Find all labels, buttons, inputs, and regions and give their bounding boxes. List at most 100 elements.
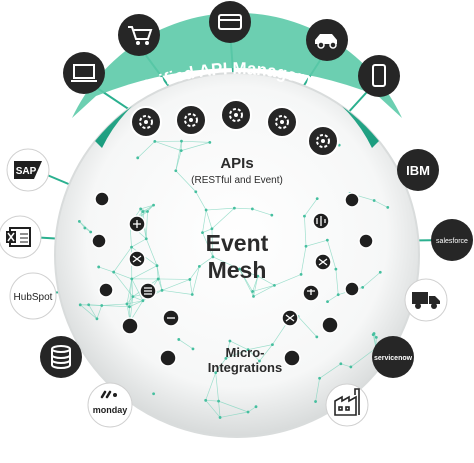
mesh-link	[80, 304, 102, 306]
event-mesh-title-line2: Mesh	[208, 257, 267, 283]
mesh-node	[361, 285, 365, 289]
mesh-node	[374, 335, 378, 339]
mesh-node	[254, 405, 258, 409]
mesh-link	[327, 240, 337, 270]
mesh-node	[174, 169, 178, 173]
mesh-node	[152, 392, 156, 396]
mesh-link	[161, 279, 190, 291]
mesh-link	[304, 216, 307, 247]
mesh-node	[188, 278, 192, 281]
mesh-node	[273, 283, 276, 287]
mesh-link	[202, 228, 213, 233]
mesh-link	[215, 358, 227, 373]
mesh-node	[194, 190, 198, 194]
mesh-link	[129, 300, 144, 308]
mesh-link	[247, 349, 260, 362]
mesh-link	[206, 207, 235, 211]
mesh-node	[270, 213, 274, 217]
mesh-link	[181, 140, 210, 143]
mesh-link	[126, 278, 133, 305]
mesh-link	[218, 401, 221, 418]
mesh-link	[80, 304, 98, 320]
mesh-link	[253, 276, 259, 297]
mesh-link	[131, 278, 134, 297]
mesh-link	[300, 246, 307, 275]
database-icon	[51, 345, 71, 369]
right-logos: IBM salesforce servicenow	[325, 149, 473, 427]
mesh-link	[131, 238, 147, 248]
truck-icon	[412, 292, 440, 309]
mesh-node	[304, 244, 308, 248]
mesh-link	[191, 266, 200, 295]
mesh-link	[218, 400, 249, 413]
mesh-link	[362, 271, 381, 288]
mesh-node	[152, 203, 155, 207]
mesh-link	[131, 278, 144, 301]
mesh-node	[87, 303, 91, 307]
mesh-link	[113, 271, 134, 297]
mesh-link	[374, 200, 388, 208]
plug-node-glyphs	[132, 216, 328, 322]
mesh-node	[180, 139, 183, 143]
mesh-node	[179, 149, 183, 153]
mesh-node	[271, 343, 274, 347]
micro-integrations-line2: Integrations	[208, 360, 282, 375]
mesh-node	[146, 210, 149, 213]
mesh-node	[214, 371, 218, 375]
micro-integrations-line1: Micro-	[226, 345, 265, 360]
mesh-link	[205, 400, 221, 418]
mesh-link	[297, 316, 318, 338]
ibm-logo: IBM	[406, 163, 430, 178]
mesh-node	[97, 265, 101, 269]
mesh-link	[220, 411, 249, 418]
mesh-link	[101, 303, 128, 306]
mesh-node	[315, 197, 319, 201]
mesh-node	[326, 300, 329, 304]
mesh-link	[225, 349, 249, 359]
mesh-link	[129, 278, 133, 307]
mesh-link	[215, 372, 219, 402]
mesh-node	[139, 207, 143, 211]
mesh-link	[229, 340, 249, 350]
mesh-link	[305, 239, 328, 247]
mesh-link	[199, 256, 214, 267]
shopping-cart-icon	[128, 26, 153, 40]
mesh-sphere	[54, 72, 420, 438]
mesh-link	[156, 265, 159, 279]
mesh-link	[145, 238, 158, 266]
mesh-link	[175, 170, 197, 192]
mesh-link	[315, 378, 320, 402]
mesh-link	[158, 278, 190, 280]
mesh-link	[142, 204, 154, 212]
apis-title: APIs	[220, 155, 253, 172]
mesh-node	[131, 295, 135, 299]
mesh-node	[250, 207, 254, 211]
mesh-link	[98, 266, 114, 273]
mesh-node	[125, 302, 129, 306]
mesh-link	[113, 246, 132, 273]
servicenow-logo: servicenow	[374, 355, 413, 362]
mesh-node	[89, 230, 93, 234]
gateway-node	[220, 99, 252, 131]
mesh-node	[303, 214, 306, 218]
mesh-link	[96, 305, 103, 319]
mesh-link	[161, 289, 193, 295]
monday-logo: monday	[93, 405, 128, 415]
mesh-node	[228, 339, 232, 343]
api-gateway-nodes	[130, 99, 339, 157]
mesh-node	[378, 270, 382, 274]
mesh-link	[154, 141, 182, 151]
mesh-node	[325, 238, 329, 242]
mesh-link	[131, 265, 158, 280]
mesh-link	[253, 285, 275, 297]
mesh-node	[217, 399, 220, 403]
mesh-node	[224, 356, 228, 360]
mesh-node	[83, 226, 87, 230]
mesh-node	[246, 410, 250, 414]
mesh-node	[155, 264, 159, 268]
mesh-link	[212, 256, 240, 270]
salesforce-logo: salesforce	[436, 238, 468, 245]
mesh-node	[112, 270, 116, 274]
mesh-node	[130, 245, 133, 249]
